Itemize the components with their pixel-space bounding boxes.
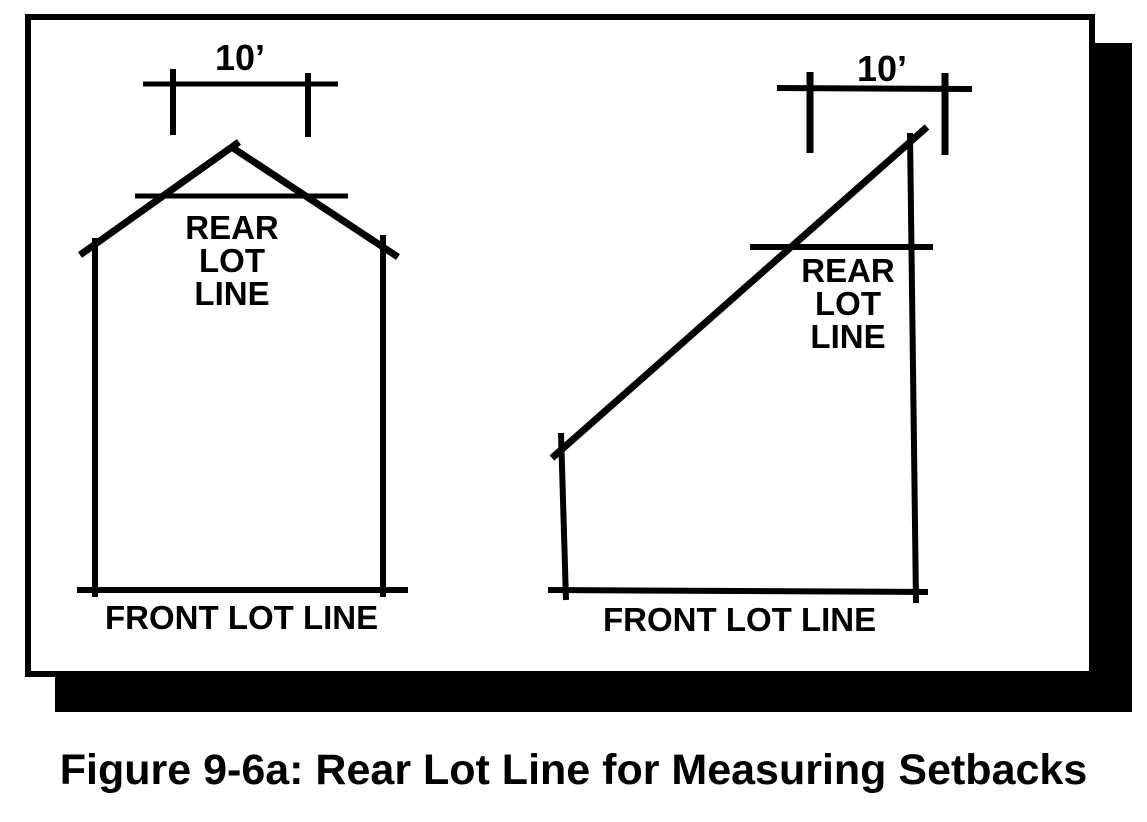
figure-caption: Figure 9-6a: Rear Lot Line for Measuring… [59,746,1088,794]
right-lot-diagonal-side [549,124,930,461]
right-lot-side-right [907,132,919,604]
left-dimension-label: 10’ [214,37,266,78]
right-front-lot-line [547,587,929,595]
right-front-lot-line-label: FRONT LOT LINE [603,601,877,638]
left-lot-slope-right [231,145,400,260]
right-lot-side-left [558,432,569,601]
left-rear-lot-line-label: REAR LOT LINE [185,209,279,312]
right-rear-lot-line-label: REAR LOT LINE [801,252,895,355]
left-front-lot-line-label: FRONT LOT LINE [105,599,379,636]
right-dimension-label: 10’ [856,48,908,89]
